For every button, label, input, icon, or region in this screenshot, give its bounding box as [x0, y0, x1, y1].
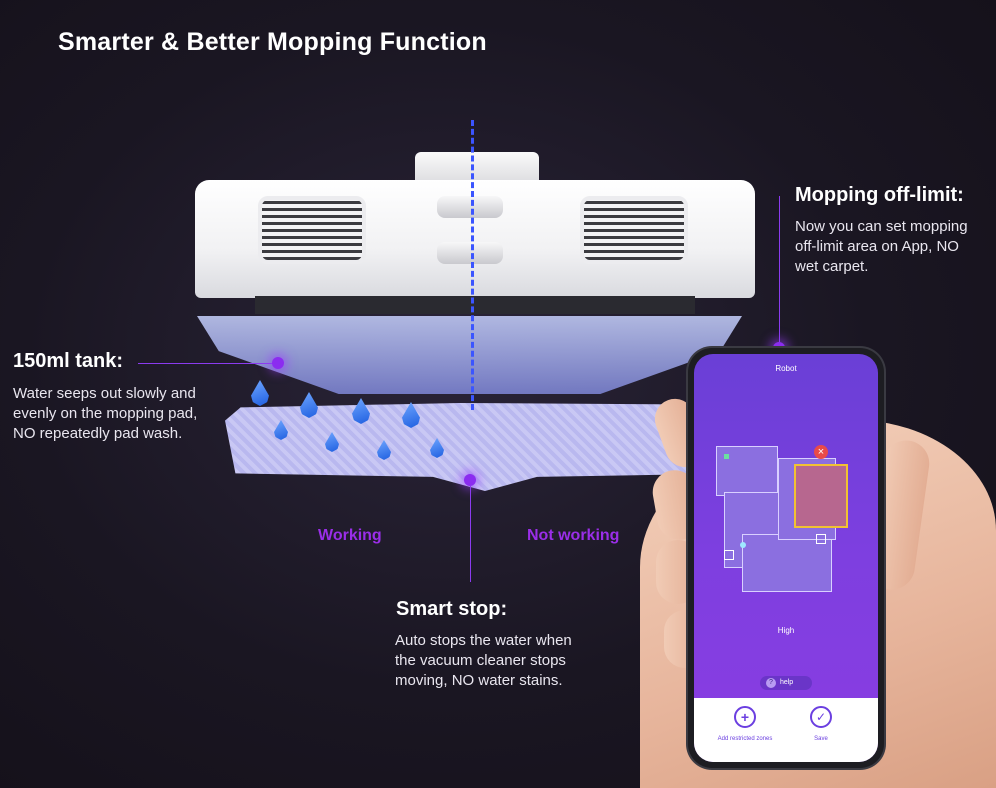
not-working-label: Not working: [527, 527, 620, 544]
help-label: help: [779, 679, 794, 686]
tank-description: Water seeps out slowly and evenly on the…: [13, 384, 243, 444]
robot-right-vent: [580, 196, 688, 264]
center-divider-dashed-line: [471, 120, 474, 410]
map-marker-icon: [816, 534, 826, 544]
smartstop-heading: Smart stop:: [396, 598, 508, 620]
tank-line-2: evenly on the mopping pad,: [13, 405, 198, 422]
help-button[interactable]: ? help: [760, 676, 812, 690]
smartstop-line-3: moving, NO water stains.: [395, 672, 563, 689]
working-label: Working: [318, 527, 382, 544]
tank-line-1: Water seeps out slowly and: [13, 385, 196, 402]
tank-line-3: NO repeatedly pad wash.: [13, 425, 183, 442]
dock-icon: [724, 454, 729, 459]
offlimit-line-1: Now you can set mopping: [795, 218, 968, 235]
restricted-zone[interactable]: [794, 464, 848, 528]
smartstop-line-1: Auto stops the water when: [395, 632, 572, 649]
smartstop-connector-line: [470, 486, 471, 582]
add-restricted-zones-button[interactable]: Add restricted zones: [717, 736, 773, 742]
robot-button-bottom: [437, 242, 503, 264]
water-drop-icon: [300, 392, 318, 418]
tank-heading: 150ml tank:: [13, 350, 124, 372]
offlimit-line-3: wet carpet.: [795, 258, 869, 275]
close-zone-icon[interactable]: ×: [814, 445, 828, 459]
offlimit-description: Now you can set mopping off-limit area o…: [795, 217, 993, 277]
robot-left-vent: [258, 196, 366, 264]
tank-connector-line: [138, 363, 276, 364]
robot-underside: [255, 296, 695, 314]
tank-marker-dot: [272, 357, 284, 369]
offlimit-connector-line: [779, 196, 780, 348]
page-title: Smarter & Better Mopping Function: [58, 28, 487, 56]
robot-top-cap: [415, 152, 539, 184]
phone-screen: Robot × High ? help + Add restricted zon…: [694, 354, 878, 762]
help-icon: ?: [766, 678, 776, 688]
add-zone-icon[interactable]: +: [734, 706, 756, 728]
robot-button-top: [437, 196, 503, 218]
water-drop-icon: [251, 380, 269, 406]
smartstop-marker-dot: [464, 474, 476, 486]
offlimit-heading: Mopping off-limit:: [795, 184, 964, 206]
water-tank-tray: [197, 316, 742, 394]
offlimit-line-2: off-limit area on App, NO: [795, 238, 959, 255]
app-header-title: Robot: [775, 364, 797, 373]
map-marker-icon: [724, 550, 734, 560]
app-bottom-bar: + Add restricted zones ✓ Save: [694, 698, 878, 762]
save-check-icon[interactable]: ✓: [810, 706, 832, 728]
smartstop-description: Auto stops the water when the vacuum cle…: [395, 631, 625, 691]
save-button[interactable]: Save: [814, 736, 828, 742]
robot-position-icon: [740, 542, 746, 548]
smartstop-line-2: the vacuum cleaner stops: [395, 652, 566, 669]
mop-mode-label: High: [777, 626, 795, 635]
water-drop-icon: [352, 398, 370, 424]
